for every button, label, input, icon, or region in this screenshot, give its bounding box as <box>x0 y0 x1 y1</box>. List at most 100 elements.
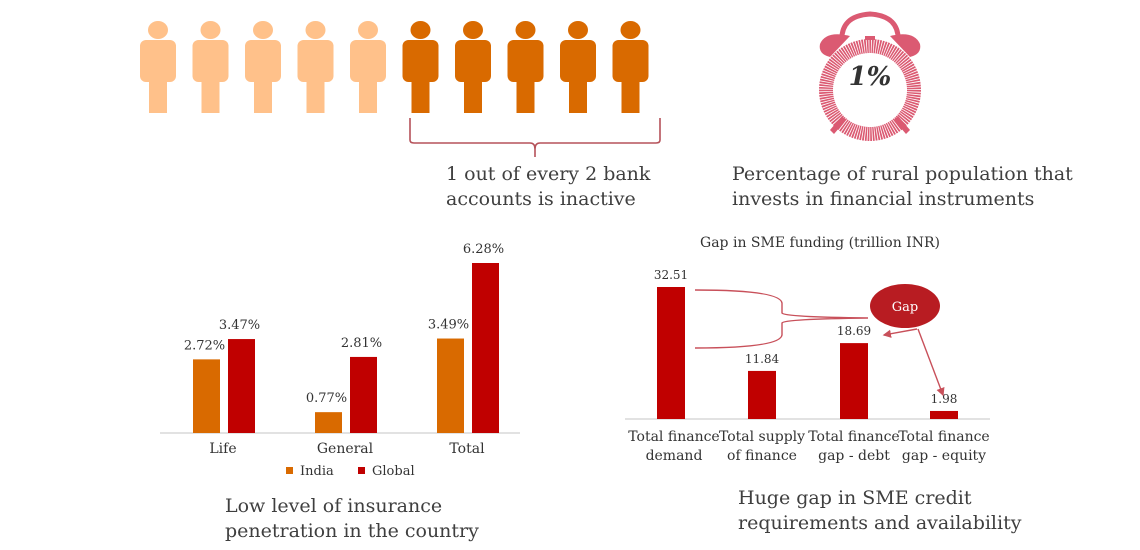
person-icon <box>192 21 229 113</box>
bar-india <box>193 359 220 433</box>
caption-line: requirements and availability <box>738 512 1022 534</box>
sme-caption: Huge gap in SME credit requirements and … <box>738 486 1058 536</box>
bar-global <box>472 263 499 433</box>
person-icon <box>612 21 649 113</box>
person-torso <box>402 40 439 82</box>
person-torso <box>560 40 596 82</box>
legend-label: India <box>300 464 334 479</box>
rural-investment-value: 1% <box>848 62 892 92</box>
legend-swatch <box>358 467 365 474</box>
data-label: 1.98 <box>931 392 958 406</box>
caption-line: Low level of insurance <box>225 495 443 517</box>
x-tick-label: Total finance <box>808 429 899 445</box>
insurance-caption: Low level of insurance penetration in th… <box>225 494 525 544</box>
person-legs <box>201 78 220 113</box>
x-tick-label: Total finance <box>628 429 719 445</box>
caption-line: Huge gap in SME credit <box>738 487 972 509</box>
person-legs <box>254 78 272 113</box>
data-label: 3.49% <box>428 318 469 333</box>
x-tick-label: Life <box>209 441 236 457</box>
person-icon <box>297 21 334 113</box>
people-pictogram <box>140 21 649 113</box>
x-tick-label: gap - debt <box>818 448 890 464</box>
alarm-clock-icon <box>819 11 921 141</box>
caption-line: Percentage of rural population that <box>732 163 1073 185</box>
clock-bell-right <box>890 34 921 57</box>
bar <box>748 370 776 419</box>
x-tick-label: demand <box>646 448 703 464</box>
insurance-penetration-chart: 2.72%3.47%Life0.77%2.81%General3.49%6.28… <box>160 242 520 479</box>
gap-label: Gap <box>892 300 918 315</box>
person-torso <box>192 40 229 82</box>
arrow-to-debt <box>882 328 918 338</box>
gap-bubble <box>870 284 940 328</box>
clock-knob <box>865 36 875 40</box>
bar-india <box>437 338 464 433</box>
x-tick-label: General <box>317 441 374 457</box>
person-head <box>305 21 326 39</box>
person-torso <box>297 40 334 82</box>
x-tick-label: of finance <box>727 448 797 464</box>
clock-face-ring <box>819 39 921 141</box>
x-tick-label: Total <box>449 441 485 457</box>
bar-global <box>350 356 377 433</box>
gap-bracket <box>694 289 869 349</box>
data-label: 32.51 <box>654 268 688 282</box>
data-label: 3.47% <box>219 318 260 333</box>
person-torso <box>350 40 386 82</box>
person-torso <box>612 40 649 82</box>
caption-line: invests in financial instruments <box>732 188 1035 210</box>
data-label: 18.69 <box>837 324 871 338</box>
data-label: 11.84 <box>745 352 780 366</box>
person-icon <box>455 21 491 113</box>
person-head <box>463 21 483 39</box>
person-legs <box>306 78 325 113</box>
caption-line: accounts is inactive <box>446 188 636 210</box>
bar <box>930 410 958 419</box>
person-legs <box>359 78 377 113</box>
caption-line: penetration in the country <box>225 520 479 542</box>
legend-swatch <box>286 467 293 474</box>
person-legs <box>621 78 640 113</box>
person-head <box>620 21 641 39</box>
person-legs <box>411 78 430 113</box>
person-legs <box>464 78 482 113</box>
person-legs <box>516 78 535 113</box>
person-head <box>568 21 588 39</box>
chart-title: Gap in SME funding (trillion INR) <box>700 235 940 251</box>
bar <box>657 287 685 419</box>
x-tick-label: Total finance <box>898 429 989 445</box>
person-legs <box>149 78 167 113</box>
bank-accounts-caption: 1 out of every 2 bank accounts is inacti… <box>446 162 706 212</box>
data-label: 0.77% <box>306 391 347 406</box>
arrow-to-equity <box>917 328 945 397</box>
bar <box>840 343 868 419</box>
legend-label: Global <box>372 464 415 479</box>
clock-bell-left <box>819 34 850 57</box>
person-icon <box>560 21 596 113</box>
bar-india <box>315 412 342 433</box>
person-icon <box>507 21 544 113</box>
person-head <box>253 21 273 39</box>
person-legs <box>569 78 587 113</box>
data-label: 6.28% <box>463 242 504 257</box>
person-head <box>358 21 378 39</box>
person-torso <box>507 40 544 82</box>
x-tick-label: Total supply <box>719 429 805 445</box>
person-head <box>515 21 536 39</box>
person-head <box>148 21 168 39</box>
x-tick-label: gap - equity <box>902 448 986 464</box>
person-head <box>200 21 221 39</box>
clock-face <box>834 54 906 126</box>
person-icon <box>140 21 176 113</box>
caption-line: 1 out of every 2 bank <box>446 163 651 185</box>
person-icon <box>245 21 281 113</box>
person-icon <box>402 21 439 113</box>
clock-handle <box>839 11 901 43</box>
person-icon <box>350 21 386 113</box>
person-torso <box>245 40 281 82</box>
rural-investment-caption: Percentage of rural population that inve… <box>732 162 1112 212</box>
sme-funding-gap-chart: Gap in SME funding (trillion INR) 32.51To… <box>625 235 990 464</box>
bracket-icon <box>409 118 661 157</box>
bracket-path <box>409 118 661 157</box>
